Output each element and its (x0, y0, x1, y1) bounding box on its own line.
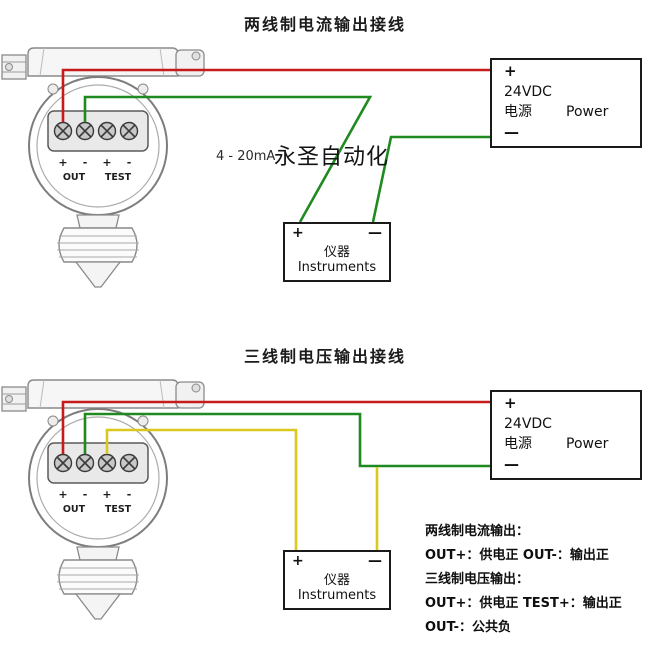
power-supply-box-bottom: + 24VDC 电源 Power — (490, 390, 642, 480)
watermark-text: 永圣自动化 (274, 145, 390, 170)
wire-test-signal-yellow (105, 428, 298, 550)
wires-three-wire-diagram (61, 400, 490, 550)
transmitter-top (1, 47, 205, 288)
note-line: 两线制电流输出： (425, 524, 530, 539)
instrument-box-bottom: + — 仪器 Instruments (283, 550, 391, 610)
power-supply-box-top: + 24VDC 电源 Power — (490, 58, 642, 148)
power-minus-label: — (504, 122, 519, 141)
wires-two-wire-diagram (61, 68, 490, 223)
instrument-box-top: + — 仪器 Instruments (283, 222, 391, 282)
instrument-minus-label: — (368, 553, 382, 569)
diagram-title-two-wire: 两线制电流输出接线 (243, 15, 406, 34)
wire-supply-negative-green (83, 412, 490, 468)
instrument-minus-label: — (368, 225, 382, 241)
wire-supply-positive-red (61, 400, 490, 454)
diagram-title-three-wire: 三线制电压输出接线 (243, 347, 406, 366)
instrument-name-en: Instruments (297, 588, 377, 603)
wire-supply-positive-red (61, 68, 490, 122)
power-name-cn: 电源 (504, 103, 532, 120)
wiring-notes: 两线制电流输出： OUT+：供电正 OUT-：输出正 三线制电压输出： OUT+… (425, 520, 647, 640)
power-plus-label: + (504, 62, 517, 80)
power-name-en: Power (566, 103, 609, 120)
wire-instrument-to-supply-negative-green (371, 135, 490, 223)
instrument-name-en: Instruments (297, 260, 377, 275)
power-name-en: Power (566, 435, 609, 452)
power-minus-label: — (504, 454, 519, 473)
power-voltage-label: 24VDC (504, 416, 552, 433)
power-voltage-label: 24VDC (504, 84, 552, 101)
power-name-cn: 电源 (504, 435, 532, 452)
power-plus-label: + (504, 394, 517, 412)
note-line: OUT+：供电正 TEST+：输出正 (425, 596, 622, 611)
transmitter-bottom (1, 379, 205, 620)
note-line: OUT+：供电正 OUT-：输出正 (425, 548, 609, 563)
note-line: OUT-：公共负 (425, 620, 511, 635)
wire-output-to-instrument-green (83, 95, 373, 223)
instrument-name-cn: 仪器 (323, 573, 350, 588)
instrument-plus-label: + (292, 225, 304, 241)
note-line: 三线制电压输出： (425, 572, 530, 587)
current-range-label: 4 - 20mA (216, 149, 276, 164)
instrument-plus-label: + (292, 553, 304, 569)
instrument-name-cn: 仪器 (323, 245, 350, 260)
